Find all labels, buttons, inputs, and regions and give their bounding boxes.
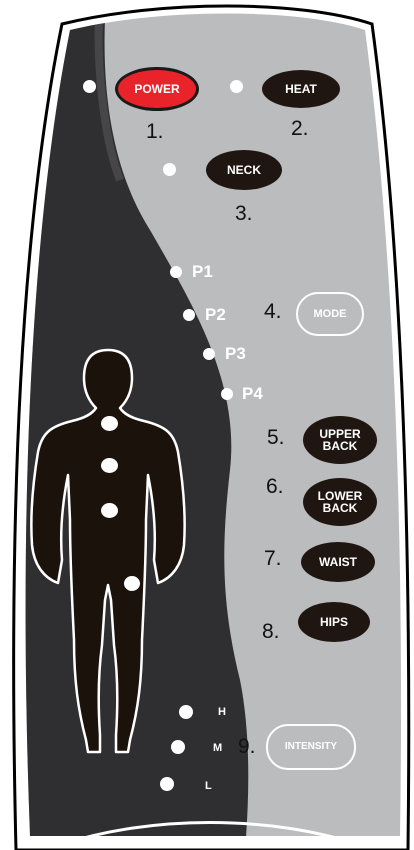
program-label-p4: P4 (242, 384, 263, 404)
hips-button[interactable]: HIPS (298, 602, 370, 642)
power-indicator-dot (83, 80, 96, 93)
lower-back-zone-dot (101, 458, 118, 473)
upper-back-number: 5. (267, 426, 285, 450)
p4-indicator-dot (221, 388, 233, 400)
p1-indicator-dot (170, 266, 182, 278)
neck-indicator-dot (163, 163, 176, 176)
upper-back-button[interactable]: UPPER BACK (303, 416, 377, 464)
intensity-l-dot (160, 777, 174, 791)
neck-button[interactable]: NECK (206, 150, 282, 190)
intensity-label-l: L (205, 780, 212, 792)
upper-back-zone-dot (101, 416, 118, 431)
program-label-p3: P3 (225, 344, 246, 364)
p2-indicator-dot (183, 309, 195, 321)
p3-indicator-dot (203, 348, 215, 360)
intensity-number: 9. (238, 735, 256, 759)
waist-number: 7. (264, 547, 282, 571)
heat-number: 2. (291, 117, 309, 141)
intensity-h-dot (179, 705, 193, 719)
mode-button[interactable]: MODE (296, 292, 364, 336)
program-label-p1: P1 (192, 262, 213, 282)
waist-button[interactable]: WAIST (301, 542, 375, 582)
lower-back-button[interactable]: LOWER BACK (303, 478, 377, 526)
waist-zone-dot (101, 503, 118, 518)
power-button[interactable]: POWER (118, 70, 196, 108)
program-label-p2: P2 (205, 305, 226, 325)
lower-back-number: 6. (266, 475, 284, 499)
mode-number: 4. (264, 300, 282, 324)
heat-indicator-dot (230, 80, 243, 93)
intensity-label-h: H (218, 706, 226, 718)
neck-number: 3. (235, 202, 253, 226)
intensity-m-dot (171, 740, 185, 754)
intensity-label-m: M (213, 742, 222, 754)
hips-number: 8. (262, 620, 280, 644)
heat-button[interactable]: HEAT (262, 70, 340, 108)
power-number: 1. (146, 120, 164, 144)
intensity-button[interactable]: INTENSITY (266, 724, 356, 770)
hips-zone-dot (124, 576, 140, 591)
